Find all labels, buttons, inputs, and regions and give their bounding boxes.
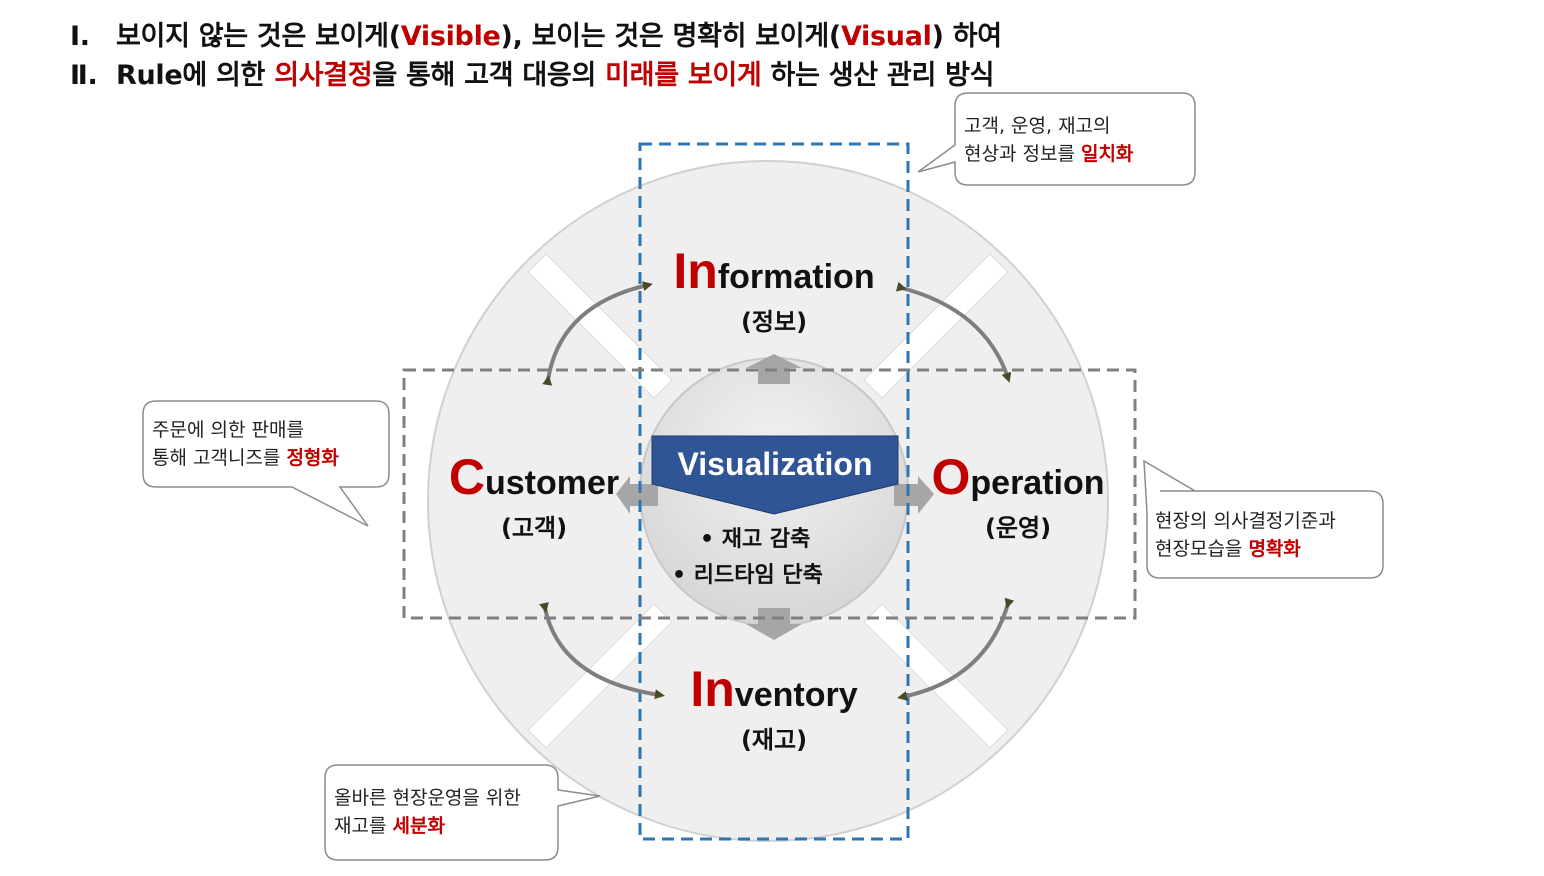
callout-information-line1: 고객, 운영, 재고의 (964, 115, 1111, 137)
arrow-down (746, 608, 802, 640)
heading-2-part-4: 미래를 보이게 (605, 60, 762, 91)
heading-1-part-4: Visual (840, 21, 932, 52)
visualization-title: Visualization (677, 446, 873, 482)
callout-bubble-customer (142, 400, 390, 527)
callout-customer-highlight: 정형화 (286, 447, 339, 469)
node-customer-korean: (고객) (500, 514, 568, 542)
node-information-initial: In (673, 243, 718, 299)
node-customer: Customer (고객) (438, 448, 630, 543)
node-information: Information (정보) (654, 242, 894, 337)
node-customer-initial: C (448, 449, 485, 505)
callout-inventory-line1: 올바른 현장운영을 위한 (334, 787, 521, 809)
node-operation-word: peration (970, 464, 1105, 502)
arrow-left (616, 476, 658, 514)
callout-bubble-operation (1143, 459, 1384, 579)
node-inventory-word: ventory (734, 676, 858, 714)
heading-1-part-2: Visible (400, 21, 501, 52)
callout-inventory-line2: 재고를 (334, 815, 393, 837)
node-operation-initial: O (931, 449, 971, 505)
node-inventory: Inventory (재고) (664, 660, 884, 755)
cycle-arrow-inventory-customer (539, 602, 665, 700)
node-operation-korean: (운영) (984, 514, 1052, 542)
cycle-arrow-information-operation (895, 281, 1012, 383)
heading-number-1: Ⅰ. (70, 21, 90, 52)
heading-2-part-2: 의사결정 (274, 60, 373, 91)
heading-2-part-5: 하는 생산 관리 방식 (761, 60, 995, 91)
callout-operation: 현장의 의사결정기준과 현장모습을 명확화 (1155, 507, 1336, 563)
callout-information: 고객, 운영, 재고의 현상과 정보를 일치화 (964, 112, 1133, 168)
callout-bubble-information (917, 92, 1196, 186)
heading-number-2: Ⅱ. (70, 60, 98, 91)
heading-1-part-1: 보이지 않는 것은 보이게( (116, 21, 401, 52)
heading-2-part-3: 을 통해 고객 대응의 (372, 60, 606, 91)
callout-information-line2: 현상과 정보를 (964, 143, 1081, 165)
horizontal-dashed-frame (402, 368, 1137, 620)
callout-inventory-highlight: 세분화 (392, 815, 445, 837)
node-inventory-korean: (재고) (740, 726, 808, 754)
center-arrows (616, 354, 934, 640)
callout-customer-line2: 통해 고객니즈를 (152, 447, 287, 469)
cycle-arrow-operation-inventory (897, 597, 1015, 701)
node-information-word: formation (717, 258, 875, 296)
cycle-arrow-customer-information (542, 281, 653, 386)
node-operation: Operation (운영) (920, 448, 1116, 543)
heading-1-part-5: ) 하여 (931, 21, 1003, 52)
callout-bubble-inventory (324, 764, 601, 861)
callout-operation-line2: 현장모습을 (1155, 538, 1249, 560)
heading-line-1: Ⅰ. 보이지 않는 것은 보이게(Visible), 보이는 것은 명확히 보이게… (70, 20, 1002, 54)
arrow-right (894, 476, 934, 514)
callout-operation-highlight: 명확화 (1248, 538, 1301, 560)
center-effects: • 재고 감축 • 리드타임 단축 (672, 522, 823, 594)
visualization-banner (651, 435, 899, 515)
heading-2-part-1: Rule에 의한 (116, 60, 275, 91)
heading-1-part-3: ), 보이는 것은 명확히 보이게( (500, 21, 842, 52)
callout-operation-line1: 현장의 의사결정기준과 (1155, 510, 1336, 532)
effect-inventory-reduction: • 재고 감축 (700, 527, 811, 552)
effect-leadtime-reduction: • 리드타임 단축 (672, 563, 823, 588)
callout-inventory: 올바른 현장운영을 위한 재고를 세분화 (334, 784, 521, 840)
vertical-dashed-frame (638, 142, 910, 841)
callout-customer-line1: 주문에 의한 판매를 (152, 419, 304, 441)
node-inventory-initial: In (690, 661, 735, 717)
callout-information-highlight: 일치화 (1080, 143, 1134, 165)
node-customer-word: ustomer (484, 464, 620, 502)
heading-line-2: Ⅱ. Rule에 의한 의사결정을 통해 고객 대응의 미래를 보이게 하는 생산… (70, 59, 994, 93)
callout-customer: 주문에 의한 판매를 통해 고객니즈를 정형화 (152, 416, 339, 472)
node-information-korean: (정보) (740, 308, 808, 336)
